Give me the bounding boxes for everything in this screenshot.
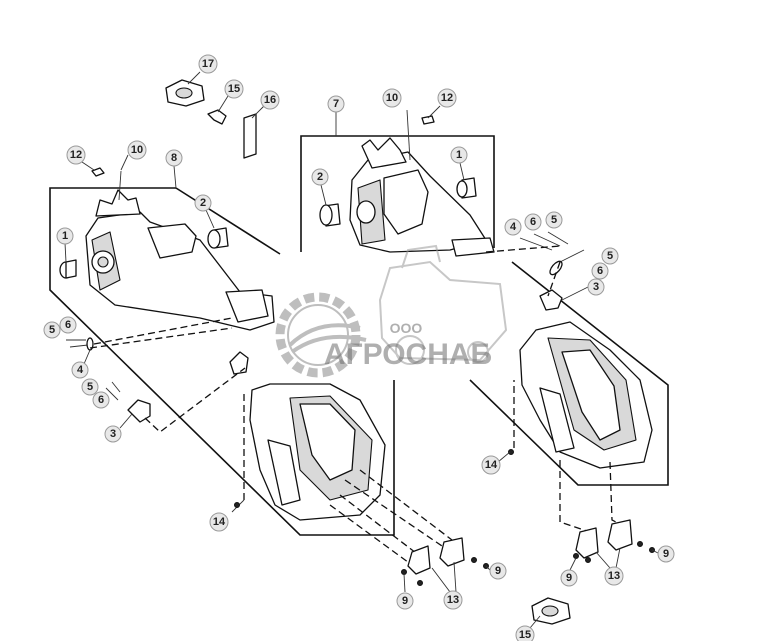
part-16-clip: [207, 109, 227, 125]
left-assembly: [49, 167, 489, 586]
bracket-left-13b: [439, 537, 465, 567]
callout-12-left: 12: [66, 145, 95, 171]
svg-text:5: 5: [87, 381, 93, 393]
callout-5-left-b: 5: [81, 378, 99, 396]
svg-text:13: 13: [447, 594, 459, 606]
bushing-left-1: [59, 259, 77, 279]
svg-text:16: 16: [264, 94, 276, 106]
svg-text:2: 2: [317, 171, 323, 183]
callout-9-left-b: 9: [485, 562, 507, 580]
part-17-strip: [243, 113, 257, 159]
callout-balloons: 17 15 16 12 10 8 2 1 5 6 4 5 6 3 14 9 13…: [43, 54, 675, 641]
callout-9-right-a: 9: [560, 557, 578, 587]
bracket-right-13b: [607, 519, 633, 551]
svg-text:6: 6: [65, 319, 71, 331]
svg-text:1: 1: [456, 149, 462, 161]
svg-text:14: 14: [485, 459, 498, 471]
callout-8: 8: [165, 149, 183, 189]
bushing-right-1: [456, 177, 477, 199]
frame-8: [49, 187, 395, 536]
callout-18: 17: [187, 54, 218, 85]
svg-text:12: 12: [441, 92, 453, 104]
callout-16: 15: [217, 79, 244, 113]
callout-12-right: 12: [427, 88, 457, 119]
svg-text:3: 3: [593, 281, 599, 293]
callout-3-right: 3: [561, 278, 605, 301]
callout-10-left: 10: [120, 140, 147, 171]
svg-text:5: 5: [49, 324, 55, 336]
callout-1-left: 1: [56, 227, 74, 263]
callout-7: 7: [327, 95, 345, 136]
svg-text:15: 15: [228, 83, 240, 95]
callout-2-left: 2: [194, 194, 215, 229]
svg-text:3: 3: [110, 428, 116, 440]
svg-text:9: 9: [495, 565, 501, 577]
svg-text:6: 6: [530, 216, 536, 228]
callout-6-left: 6: [59, 316, 77, 334]
bracket-left-13a: [407, 545, 431, 575]
callout-15: 15: [515, 615, 541, 641]
callout-9-left-a: 9: [396, 573, 414, 610]
watermark-prefix: ООО: [390, 320, 423, 336]
svg-text:2: 2: [200, 197, 206, 209]
svg-text:10: 10: [131, 144, 143, 156]
callout-5-right-b: 5: [601, 247, 619, 265]
svg-text:5: 5: [551, 214, 557, 226]
svg-text:9: 9: [402, 595, 408, 607]
right-assembly: [300, 109, 669, 563]
agrosnab-watermark: ООО АГРОСНАБ: [275, 244, 508, 378]
svg-text:5: 5: [607, 250, 613, 262]
watermark-company: АГРОСНАБ: [324, 338, 492, 371]
frame-7: [300, 135, 336, 252]
callout-2-right: 2: [311, 168, 329, 206]
part-18-plate: [165, 79, 205, 107]
callout-4-left: 4: [71, 349, 91, 379]
svg-text:6: 6: [98, 394, 104, 406]
svg-text:7: 7: [333, 98, 339, 110]
clamp-right-3: [539, 289, 563, 311]
callout-15-text: 15: [519, 629, 531, 641]
callout-3-left: 3: [104, 413, 133, 443]
svg-text:9: 9: [663, 548, 669, 560]
svg-text:8: 8: [171, 152, 177, 164]
callout-5-right: 5: [545, 211, 563, 229]
agrosnab-gear-logo: [275, 244, 508, 378]
callout-6-right-b: 6: [591, 262, 609, 280]
svg-text:4: 4: [510, 221, 517, 233]
bushing-left-2: [207, 227, 229, 249]
callout-10-right: 10: [382, 88, 402, 108]
callout-14-right: 14: [481, 455, 501, 475]
callout-9-right-b: 9: [651, 545, 675, 563]
callout-4-right: 4: [504, 218, 522, 236]
callout-6-left-b: 6: [92, 391, 110, 409]
svg-text:13: 13: [608, 570, 620, 582]
callout-6-right: 6: [524, 213, 542, 231]
svg-text:4: 4: [77, 364, 84, 376]
svg-text:1: 1: [62, 230, 68, 242]
svg-text:10: 10: [386, 92, 398, 104]
callout-13-left: 13: [431, 561, 463, 610]
bushing-right-2: [319, 203, 341, 227]
callout-13-right: 13: [595, 547, 624, 586]
callout-17: 16: [251, 90, 280, 119]
part-15-plate: [531, 597, 571, 625]
svg-text:14: 14: [213, 516, 226, 528]
clamp-left-3: [127, 399, 151, 423]
svg-text:17: 17: [202, 58, 214, 70]
callout-1-right: 1: [450, 146, 468, 181]
callout-14-left: 14: [209, 512, 229, 532]
callout-5-left: 5: [43, 321, 61, 339]
svg-text:9: 9: [566, 572, 572, 584]
bracket-right-13a: [575, 527, 599, 559]
svg-text:12: 12: [70, 149, 82, 161]
svg-text:6: 6: [597, 265, 603, 277]
